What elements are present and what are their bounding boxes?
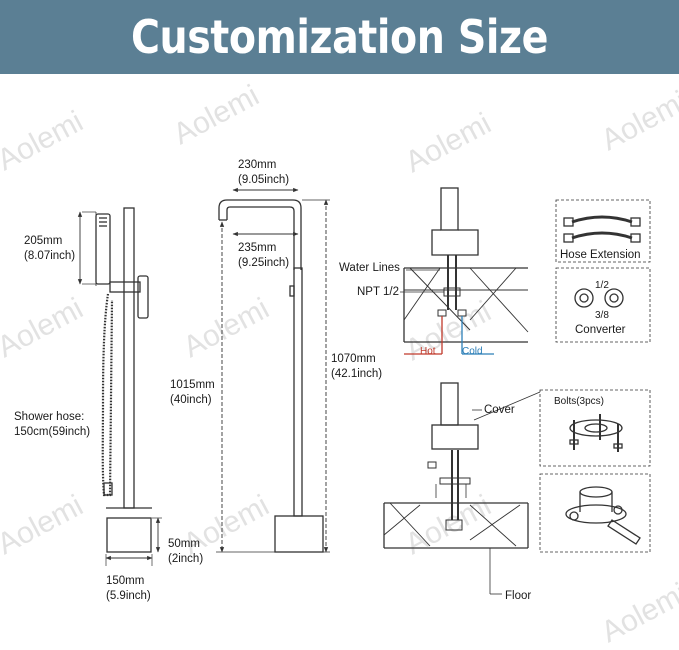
handshower-height-in: (8.07inch) (24, 250, 76, 262)
handshower-height-mm: 205mm (24, 235, 63, 247)
base-height-mm: 50mm (168, 538, 200, 550)
column-height-mm: 1015mm (170, 379, 215, 391)
page-title: Customization Size (130, 10, 549, 64)
converter-top-label: 1/2 (595, 280, 609, 291)
water-lines-label: Water Lines (339, 262, 400, 274)
total-height-mm: 1070mm (331, 353, 376, 365)
hose-label: Shower hose: (14, 411, 85, 423)
base-width-mm: 150mm (106, 575, 145, 587)
hot-label: Hot (420, 346, 436, 357)
base-width-in: (5.9inch) (106, 590, 151, 602)
npt-label: NPT 1/2 (357, 286, 399, 298)
converter-bottom-label: 3/8 (595, 310, 609, 321)
converter-icon (574, 288, 624, 308)
column-height-in: (40inch) (170, 394, 212, 406)
hose-extension-icon (563, 215, 641, 243)
cover-label: Cover (484, 404, 515, 416)
spout-reach-mm: 235mm (238, 242, 277, 254)
floor-installation-drawing (383, 382, 529, 595)
water-line-connection-drawing (400, 187, 529, 355)
spout-reach-in: (9.25inch) (238, 257, 290, 269)
title-banner: Customization Size (0, 0, 679, 74)
spout-width-in: (9.05inch) (238, 174, 290, 186)
converter-label: Converter (575, 324, 626, 336)
hand-shower-drawing (95, 207, 152, 553)
wrench-icon (565, 486, 641, 545)
bolts-icon (569, 414, 623, 452)
cold-label: Cold (462, 346, 483, 357)
base-height-in: (2inch) (168, 553, 204, 565)
technical-drawing (77, 187, 651, 595)
floor-label: Floor (505, 590, 532, 602)
spout-width-mm: 230mm (238, 159, 277, 171)
tub-filler-drawing (218, 199, 324, 553)
total-height-in: (42.1inch) (331, 368, 383, 380)
hose-extension-label: Hose Extension (560, 249, 641, 261)
bolts-label: Bolts(3pcs) (554, 396, 605, 407)
hose-length: 150cm(59inch) (14, 426, 91, 438)
